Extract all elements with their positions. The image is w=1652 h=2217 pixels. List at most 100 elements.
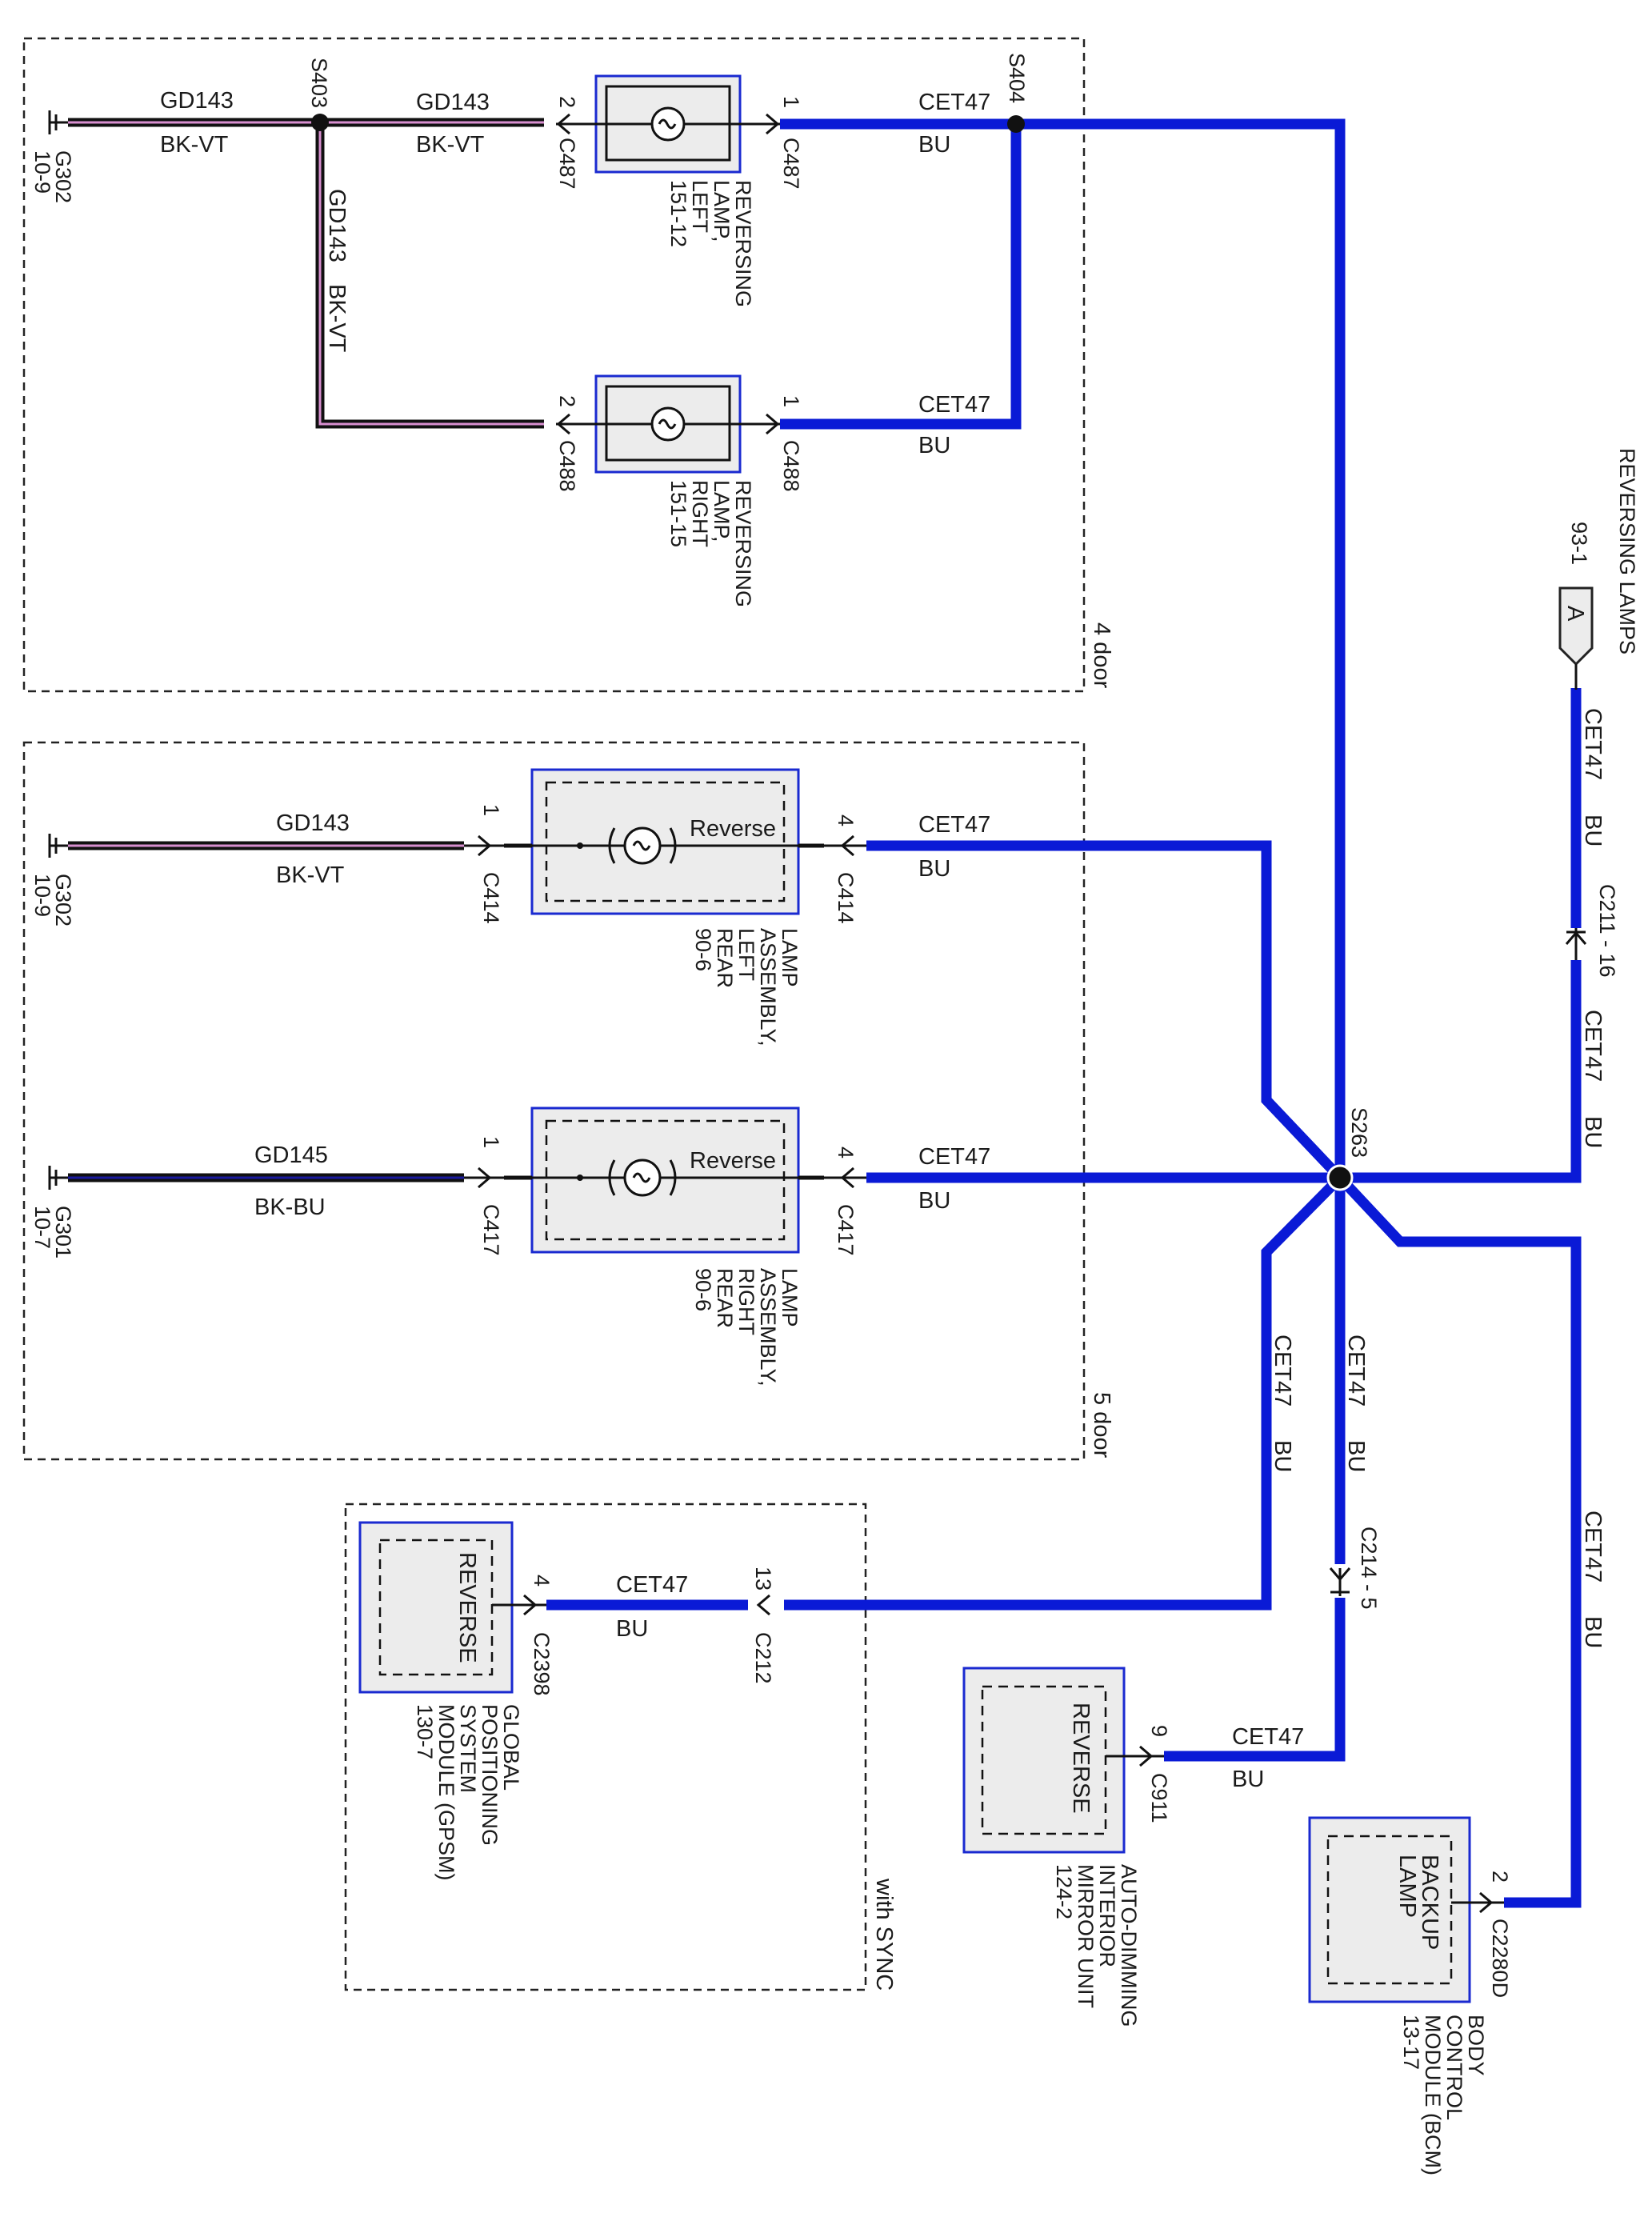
component-label-line: LAMP [778, 928, 802, 987]
wire-label-cet47-10: CET47 [1580, 1010, 1606, 1082]
wire-label-bu-2: BU [918, 433, 950, 458]
wire-label-bu-9: BU [1580, 814, 1606, 846]
connector-arrow-icon [766, 413, 780, 435]
splice-label-s404: S404 [1005, 53, 1029, 103]
wire-label-bkvt-c: BK-VT [324, 284, 350, 353]
pin-1-c488: 1 [779, 395, 803, 407]
pin-2-c2280d: 2 [1488, 1871, 1512, 1883]
connector-c487-right: C487 [779, 138, 803, 190]
connector-c911: C911 [1147, 1773, 1171, 1823]
wire-label-gd143-c: GD143 [324, 189, 350, 262]
wire-label-bu-4: BU [918, 1188, 950, 1214]
connector-c417-right: C417 [834, 1204, 858, 1256]
splice-label-s403: S403 [307, 58, 331, 108]
frame-with-sync [344, 1503, 867, 1991]
frame-5-door-label: 5 door [1089, 1392, 1114, 1459]
connector-arrow-icon [1139, 1745, 1154, 1767]
component-label-line: ASSEMBLY, [756, 928, 780, 1046]
frame-5-door [22, 741, 1086, 1461]
ground-symbol-g301: G301 10-7 [30, 1166, 75, 1259]
wire-label-cet47-7: CET47 [1270, 1335, 1295, 1407]
connector-arrow-icon [478, 834, 492, 857]
wire-label-cet47-3: CET47 [918, 812, 990, 838]
connector-arrow-icon [478, 1167, 492, 1189]
wire-label-cet47-6: CET47 [1232, 1724, 1304, 1750]
gpsm-module: REVERSE 4 C2398 13 C212 GLOBAL POSITIONI… [358, 1521, 775, 1881]
component-label-line: AUTO-DIMMING [1117, 1864, 1141, 2027]
component-label-line: REAR [713, 928, 737, 988]
connector-arrow-icon [766, 113, 780, 135]
component-label-line: CONTROL [1442, 2015, 1466, 2120]
ground-symbol-g302-mid: G302 10-9 [30, 834, 75, 926]
connector-c417-left: C417 [479, 1204, 503, 1256]
component-label-line: 151-12 [666, 180, 690, 247]
component-label-line: RIGHT [688, 480, 712, 547]
wire-label-bu-6: BU [1232, 1767, 1264, 1792]
wire-label-bu-5: BU [616, 1616, 648, 1642]
ground-label-g302-mid: G302 [51, 874, 75, 926]
splice-s263 [1326, 1164, 1354, 1191]
wire-label-bkbu: BK-BU [254, 1195, 326, 1220]
internal-label-reverse-gpsm: REVERSE [454, 1552, 480, 1663]
cet47-wire-network [546, 118, 1582, 1908]
wire-label-bu-10: BU [1580, 1116, 1606, 1148]
connector-c2280d: C2280D [1488, 1919, 1512, 1998]
connector-c211-16: C211 - 16 [1595, 884, 1619, 978]
wire-s263-to-c212 [784, 1174, 1344, 1611]
wire-label-gd143-b: GD143 [416, 90, 490, 115]
component-label-line: 13-17 [1399, 2015, 1423, 2070]
connector-c414-right: C414 [834, 872, 858, 924]
connector-c414-left: C414 [479, 872, 503, 924]
internal-label-reverse-mirror: REVERSE [1068, 1703, 1094, 1814]
component-label-line: LEFT [688, 180, 712, 233]
pin-2-c487: 2 [555, 96, 579, 108]
connector-arrow-icon [556, 113, 570, 135]
ground-label-g301: G301 [51, 1206, 75, 1259]
ground-ref-g302-top: 10-9 [30, 150, 54, 194]
reversing-lamp-right: 2 C488 1 C488 REVERSING LAMP, RIGHT 151-… [555, 374, 803, 607]
offpage-ref: 93-1 [1567, 522, 1591, 565]
ground-symbol-g302-top: G302 10-9 [30, 110, 75, 203]
component-label-line: LAMP, [710, 480, 734, 542]
component-label-line: REVERSING [731, 480, 755, 607]
ground-ref-g301: 10-7 [30, 1206, 54, 1249]
pin-4-c417: 4 [834, 1147, 858, 1159]
wire-c414-to-s263 [866, 840, 1344, 1182]
connector-c487-left: C487 [555, 138, 579, 190]
wire-label-cet47-2: CET47 [918, 392, 990, 418]
offpage-letter: A [1562, 606, 1588, 622]
connector-arrow-icon [556, 413, 570, 435]
wire-label-bu-7: BU [1270, 1440, 1295, 1472]
wire-label-bu-8: BU [1343, 1440, 1369, 1472]
pin-1-c414: 1 [479, 804, 503, 816]
auto-dimming-mirror-unit: REVERSE 9 C911 AUTO-DIMMING INTERIOR MIR… [962, 1667, 1171, 2027]
ground-label-g302-top: G302 [51, 150, 75, 203]
pin-2-c488: 2 [555, 395, 579, 407]
component-label-line: POSITIONING [478, 1704, 502, 1846]
internal-label-lamp: LAMP [1394, 1855, 1420, 1918]
wire-label-gd145: GD145 [254, 1143, 328, 1168]
wire-label-gd143-d: GD143 [276, 810, 350, 836]
splice-s404 [1007, 115, 1025, 133]
wire-label-cet47-5: CET47 [616, 1572, 688, 1598]
component-label-line: 124-2 [1052, 1864, 1076, 1919]
frame-4-door-label: 4 door [1089, 622, 1114, 689]
lamp-assembly-left-rear: Reverse 1 C414 4 C414 LAMP ASSEMBLY, LEF… [464, 768, 866, 1046]
component-label-line: SYSTEM [456, 1704, 480, 1793]
pin-4-c414: 4 [834, 814, 858, 826]
connector-arrow-icon [840, 834, 854, 857]
offpage-connector-reversing-lamps[interactable]: A REVERSING LAMPS 93-1 [1558, 448, 1639, 690]
component-label-line: 130-7 [413, 1704, 437, 1759]
wire-label-bkvt-a: BK-VT [160, 132, 229, 158]
wire-label-bu-1: BU [918, 132, 950, 158]
body-control-module: BACKUP LAMP 2 C2280D BODY CONTROL MODULE… [1308, 1816, 1512, 2175]
reversing-lamp-left: 2 C487 1 C487 REVERSING LAMP, LEFT 151-1… [555, 74, 803, 307]
component-label-line: 90-6 [691, 928, 715, 971]
component-label-line: REAR [713, 1268, 737, 1328]
pin-1-c417: 1 [479, 1136, 503, 1148]
component-label-line: INTERIOR [1095, 1864, 1119, 1967]
component-label-line: ASSEMBLY, [756, 1268, 780, 1387]
wire-s404-to-c488 [780, 124, 1022, 430]
lamp-assembly-right-rear: Reverse 1 C417 4 C417 LAMP ASSEMBLY, RIG… [464, 1106, 866, 1387]
